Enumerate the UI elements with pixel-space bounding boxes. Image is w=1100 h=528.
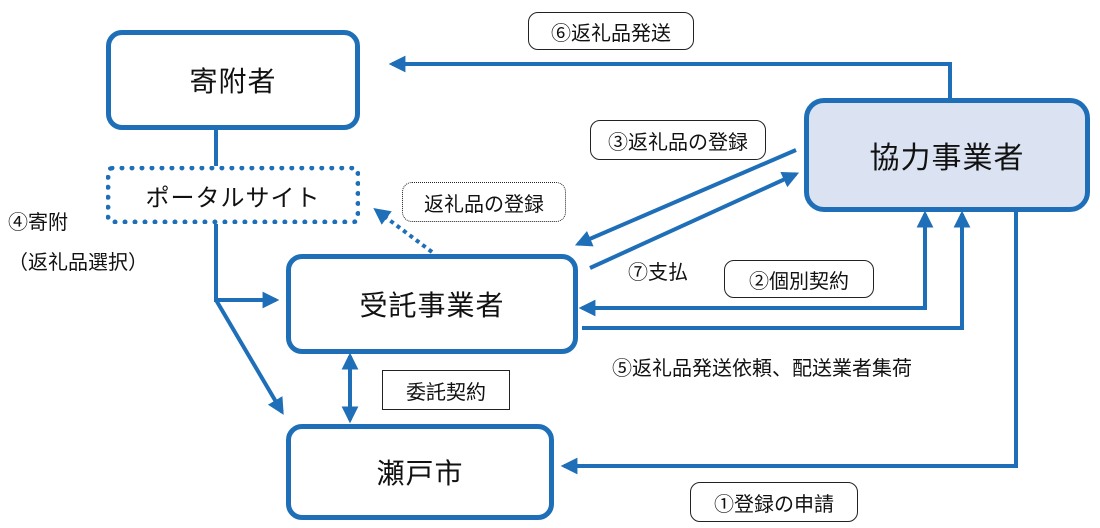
label-step7: ⑦支払: [628, 260, 688, 284]
label-portal-register-text: 返礼品の登録: [424, 191, 544, 216]
arrow-contractor-to-partner-register: [589, 171, 800, 270]
arrow-portal-to-contractor: [214, 224, 280, 309]
arrow-individual-contract: [578, 210, 934, 317]
label-step1-text: ①登録の申請: [714, 491, 834, 516]
label-step3-text: ③返礼品の登録: [608, 129, 748, 154]
arrow-partner-to-city: [560, 212, 1018, 475]
node-portal: ポータルサイト: [106, 166, 360, 224]
node-partner-label: 協力事業者: [869, 141, 1025, 176]
label-step2-text: ②個別契約: [749, 268, 849, 293]
label-step5: ⑤返礼品発送依頼、配送業者集荷: [612, 356, 912, 380]
label-step6-text: ⑥返礼品発送: [551, 20, 671, 45]
label-step6: ⑥返礼品発送: [528, 12, 694, 50]
label-portal-register: 返礼品の登録: [402, 182, 566, 222]
label-step4-line2: （返礼品選択）: [8, 250, 148, 274]
node-city: 瀬戸市: [286, 424, 554, 520]
node-portal-label: ポータルサイト: [145, 183, 321, 212]
arrow-partner-to-contractor-pay: [574, 148, 797, 247]
arrow-contractor-to-portal: [373, 207, 434, 254]
node-donor-label: 寄附者: [189, 65, 277, 98]
arrow-partner-to-donor: [388, 55, 952, 98]
arrow-shipping-request: [582, 210, 971, 330]
node-city-label: 瀬戸市: [376, 457, 464, 490]
label-commission: 委託契約: [382, 370, 510, 410]
label-commission-text: 委託契約: [406, 379, 486, 404]
label-step3: ③返礼品の登録: [590, 120, 766, 160]
node-donor: 寄附者: [106, 30, 360, 130]
node-partner: 協力事業者: [804, 98, 1090, 212]
label-step4-line1: ④寄附: [8, 210, 68, 234]
label-step1: ①登録の申請: [690, 482, 858, 522]
label-step2: ②個別契約: [724, 260, 874, 298]
arrow-portal-to-city: [214, 298, 284, 415]
node-contractor: 受託事業者: [286, 254, 578, 354]
node-contractor-label: 受託事業者: [359, 289, 505, 322]
